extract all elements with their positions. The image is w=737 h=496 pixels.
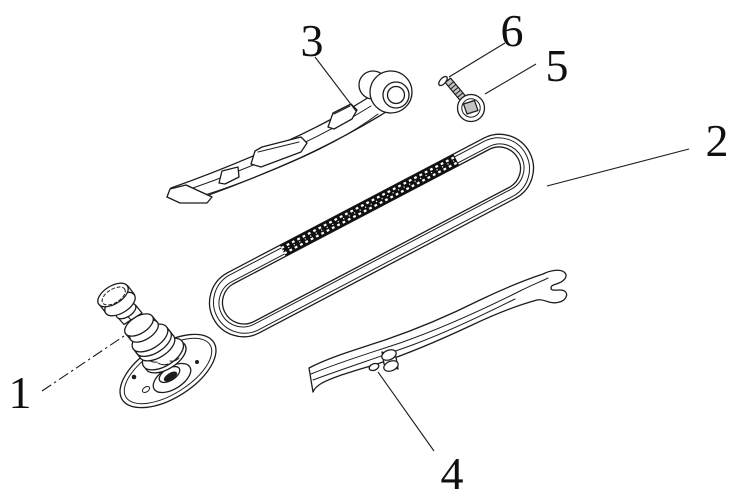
chain-inner-edge (221, 146, 522, 325)
callout-5-label: 5 (546, 40, 569, 91)
bolt-socket-square (462, 99, 479, 115)
leader-line-2 (546, 148, 690, 187)
part-1-camshaft (97, 282, 217, 409)
cam-hub-hole-shadow (163, 371, 178, 382)
cam-flange-hole-right (195, 360, 199, 364)
leader-line-4 (377, 371, 435, 452)
bolt-head-rim (461, 98, 481, 118)
chain-outer-edge (208, 133, 535, 338)
leader-lines (41, 42, 690, 452)
part-3-chain-guide-upper (166, 70, 413, 204)
bolt-shank-threads (447, 81, 464, 98)
guide-tip-edge (185, 184, 213, 198)
guide-pad-2 (327, 103, 358, 130)
rail-inner-line-2 (312, 298, 516, 381)
chain-inner-plate-edge (218, 143, 525, 328)
rail-pad-ellipse (368, 362, 380, 372)
leader-line-6 (448, 42, 506, 78)
rail-boss-top (381, 349, 397, 361)
chain-link-texture-top (280, 155, 456, 249)
guide-pivot-hole-inner (386, 85, 406, 105)
guide-pad-2-edge (333, 105, 351, 115)
cam-flange-hole-left (131, 374, 137, 380)
leader-line-1 (41, 335, 125, 392)
callout-1-label: 1 (9, 367, 32, 418)
guide-tab (218, 166, 240, 185)
chain-outer-plate-edge (213, 137, 530, 334)
rail-body (308, 269, 568, 393)
callout-6-label: 6 (501, 5, 524, 56)
part-2-cam-chain (208, 133, 535, 338)
guide-pad-1 (250, 136, 308, 168)
part-4-chain-guide-lower (308, 269, 568, 393)
cam-cap-spline-rim (101, 286, 126, 306)
callout-2-label: 2 (706, 115, 729, 166)
part-5-flange-bolt (444, 77, 486, 123)
chain-link-texture-bottom (283, 161, 459, 255)
guide-pad-1-edge (257, 141, 300, 153)
rail-inner-line-1 (310, 277, 549, 375)
cam-flange-hole-bottom (141, 386, 151, 393)
leader-line-5 (484, 63, 537, 95)
callout-3-label: 3 (301, 15, 324, 66)
callout-4-label: 4 (441, 448, 464, 496)
cam-cap-top (97, 282, 129, 308)
leader-line-3 (314, 56, 357, 112)
callout-labels: 1 2 3 4 5 6 (9, 5, 729, 496)
guide-arm-ledge-line (180, 113, 379, 203)
rail-boss-bottom (383, 360, 399, 372)
chain-link-band (279, 154, 460, 257)
